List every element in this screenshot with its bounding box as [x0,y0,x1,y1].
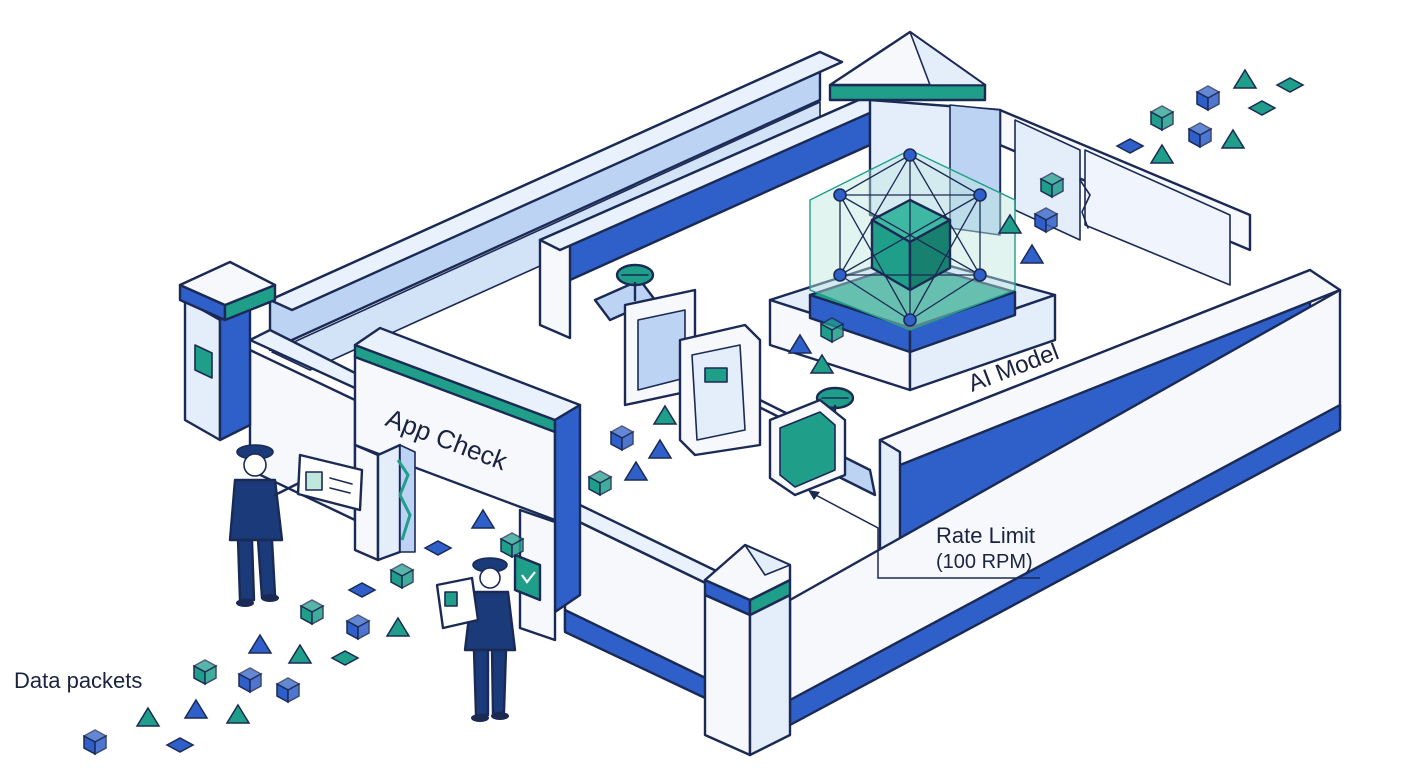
data-packet-cube-icon [192,659,218,686]
shield-sign-icon [513,553,542,602]
id-badge-left-icon [296,453,364,512]
data-packets [82,68,1305,756]
ai-node [973,268,987,282]
turnstile-1 [623,288,697,407]
data-packet-cube-icon [1039,172,1065,199]
ai-node [973,188,987,202]
back-left-wall [268,50,844,371]
ai-model-network-lines [839,154,981,321]
data-packet-triangle-icon [135,706,161,727]
ai-node [903,148,917,162]
data-packet-cube-icon [1187,122,1213,149]
data-packet-cube-icon [299,599,325,626]
data-packet-triangle-icon [385,616,411,637]
data-packet-slab-icon [423,540,453,556]
data-packet-triangle-icon [652,404,678,425]
data-packet-triangle-icon [997,213,1023,234]
rate-limit-value: (100 RPM) [936,551,1033,573]
data-packet-slab-icon [347,582,377,598]
guard-left [228,444,307,607]
data-packet-slab-icon [1247,100,1277,116]
data-packet-triangle-icon [287,643,313,664]
data-packet-cube-icon [1033,207,1059,234]
tablet-right-icon [435,576,480,630]
ai-node [833,188,847,202]
data-packet-cube-icon [819,317,845,344]
data-packet-slab-icon [1115,138,1145,154]
data-packet-triangle-icon [623,460,649,481]
ai-node [833,268,847,282]
data-packet-triangle-icon [1149,143,1175,164]
data-packet-cube-icon [1149,105,1175,132]
data-packets-label: Data packets [14,668,142,693]
data-packet-triangle-icon [1232,68,1258,89]
data-packet-triangle-icon [787,333,813,354]
data-packet-triangle-icon [183,698,209,719]
data-packet-cube-icon [499,532,525,559]
data-packet-triangle-icon [1019,243,1045,264]
ai-node [903,313,917,327]
guard-right [463,557,517,722]
data-packet-triangle-icon [1220,128,1246,149]
ai-model [768,148,1057,392]
rate-limit-label: Rate Limit [936,523,1035,548]
valve-top-icon [615,263,655,302]
data-packet-cube-icon [609,425,635,452]
data-packet-cube-icon [345,614,371,641]
central-tower [828,30,1002,236]
data-packet-cube-icon [82,729,108,756]
back-right-wall [998,108,1252,286]
data-packet-triangle-icon [470,508,496,529]
data-packet-triangle-icon [247,633,273,654]
data-packet-triangle-icon [225,703,251,724]
data-packet-cube-icon [237,667,263,694]
data-packet-triangle-icon [647,438,673,459]
data-packet-triangle-icon [809,353,835,374]
front-wall [563,503,737,707]
data-packet-cube-icon [389,563,415,590]
data-packet-cube-icon [587,470,613,497]
rate-limit-callout [808,490,1040,579]
front-pillar [703,543,792,757]
data-packet-slab-icon [165,737,195,753]
turnstile-2 [678,323,762,457]
data-packet-cube-icon [1195,85,1221,112]
rate-limit-valve-box [768,398,847,497]
data-packet-cube-icon [275,677,301,704]
data-packet-slab-icon [330,650,360,666]
left-pillar [178,260,277,442]
right-wall [788,268,1342,727]
data-packet-slab-icon [1275,77,1305,93]
